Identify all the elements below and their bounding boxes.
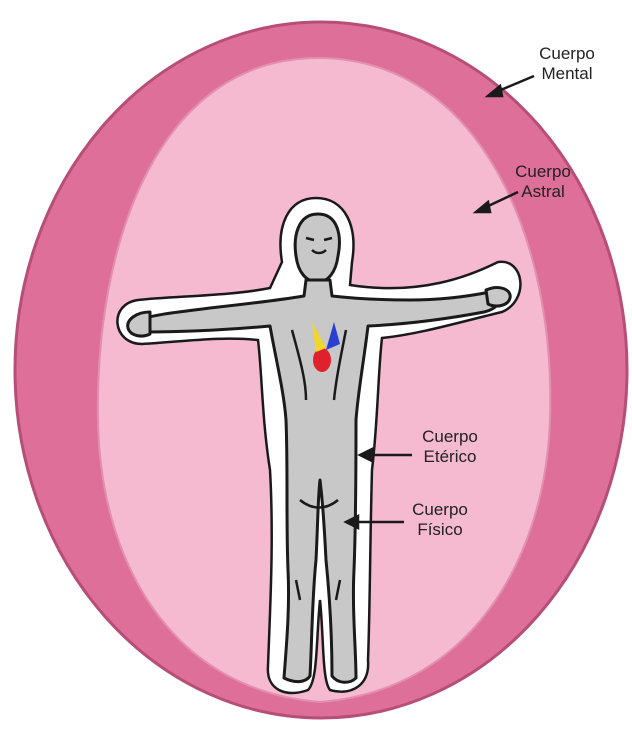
label-cuerpo-mental: Cuerpo Mental (522, 44, 612, 84)
label-astral-line2: Astral (498, 182, 588, 202)
label-eterico-line2: Etérico (402, 447, 498, 467)
label-mental-line1: Cuerpo (522, 44, 612, 64)
label-cuerpo-fisico: Cuerpo Físico (392, 500, 488, 540)
label-cuerpo-eterico: Cuerpo Etérico (402, 427, 498, 467)
label-mental-line2: Mental (522, 64, 612, 84)
label-astral-line1: Cuerpo (498, 162, 588, 182)
label-fisico-line2: Físico (392, 520, 488, 540)
label-fisico-line1: Cuerpo (392, 500, 488, 520)
label-eterico-line1: Cuerpo (402, 427, 498, 447)
label-cuerpo-astral: Cuerpo Astral (498, 162, 588, 202)
